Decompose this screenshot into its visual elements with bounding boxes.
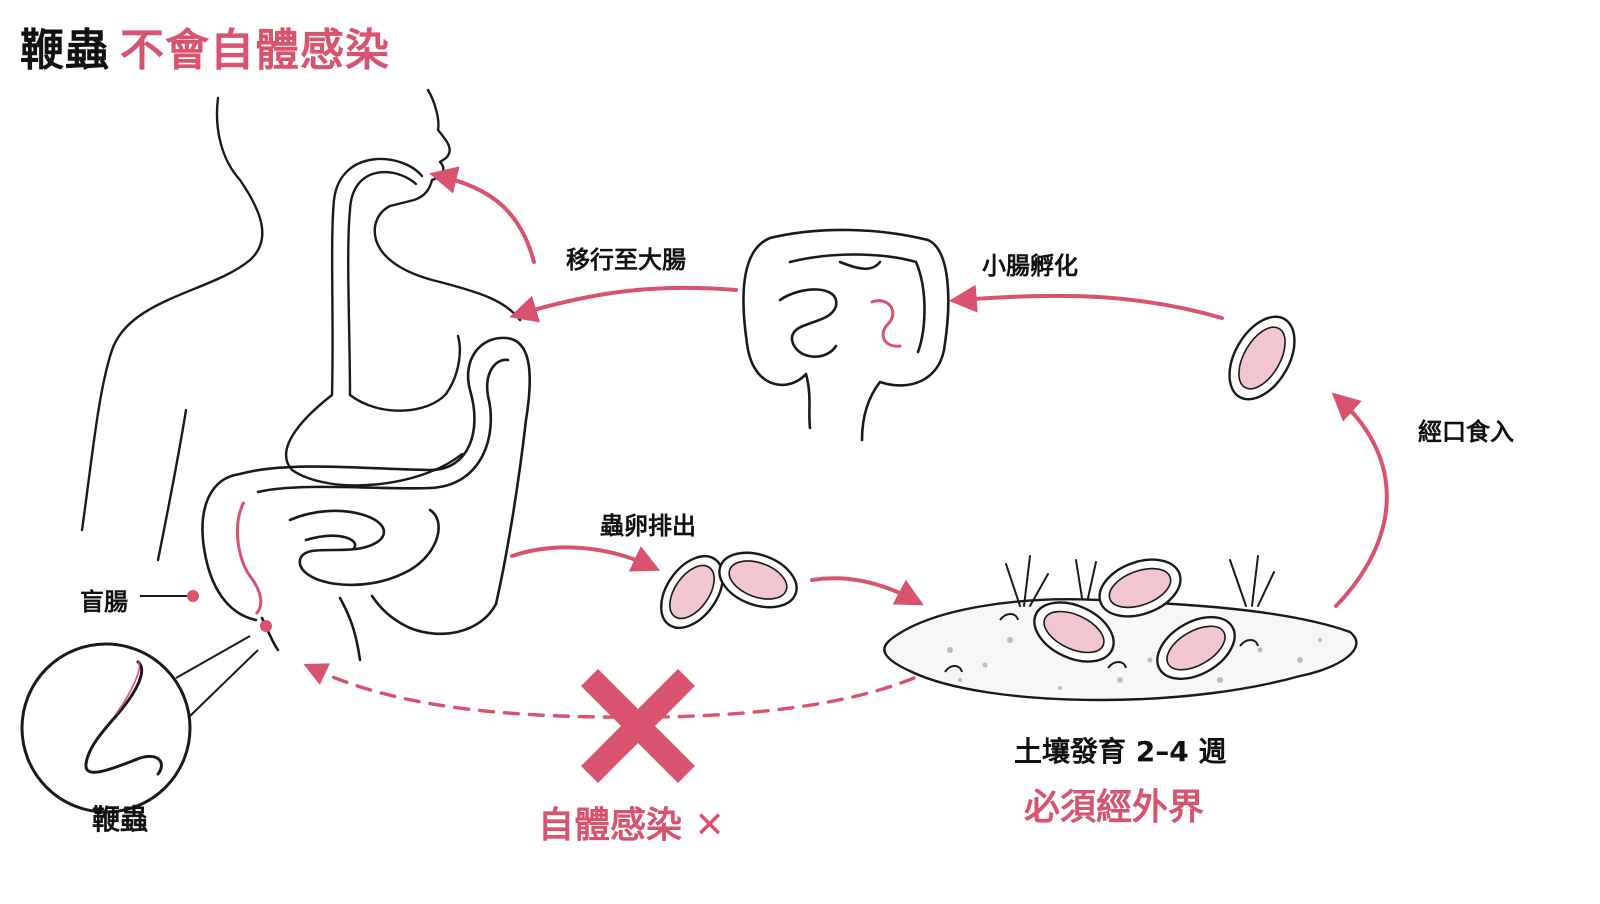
cecum-worm — [235, 501, 263, 616]
title-part-1: 鞭蟲 — [20, 25, 110, 76]
soil-mound — [883, 555, 1358, 702]
cycle-arrows — [429, 166, 1389, 608]
whipworm-zoom — [20, 635, 259, 814]
label-whipworm: 鞭蟲 — [92, 803, 149, 836]
cecum-dot — [187, 590, 199, 602]
whipworm-icon — [84, 660, 163, 776]
label-cecum: 盲腸 — [80, 588, 128, 616]
hatched-larva — [870, 299, 902, 348]
label-autoinfection: 自體感染 ✕ — [538, 805, 725, 846]
esophagus-stomach — [285, 157, 464, 487]
label-soil: 土壤發育 2–4 週 — [1014, 735, 1227, 768]
label-must-external: 必須經外界 — [1024, 787, 1205, 828]
small-intestine-illustration — [742, 228, 950, 442]
human-silhouette — [80, 88, 522, 562]
label-oral: 經口食入 — [1418, 418, 1514, 446]
grass-icon — [1005, 555, 1275, 607]
eggs-excreted — [660, 315, 1296, 629]
cecum-zoom-dot — [260, 620, 272, 632]
cross-mark-icon — [581, 669, 695, 783]
label-migrate: 移行至大腸 — [566, 246, 686, 274]
intestines — [201, 336, 532, 662]
label-eggs-out: 蟲卵排出 — [600, 512, 696, 540]
autoinfection-dashed-arrow — [303, 663, 916, 719]
title-part-2: 不會自體感染 — [120, 25, 390, 76]
page-title: 鞭蟲不會自體感染 — [20, 14, 390, 78]
label-hatch: 小腸孵化 — [982, 252, 1078, 280]
